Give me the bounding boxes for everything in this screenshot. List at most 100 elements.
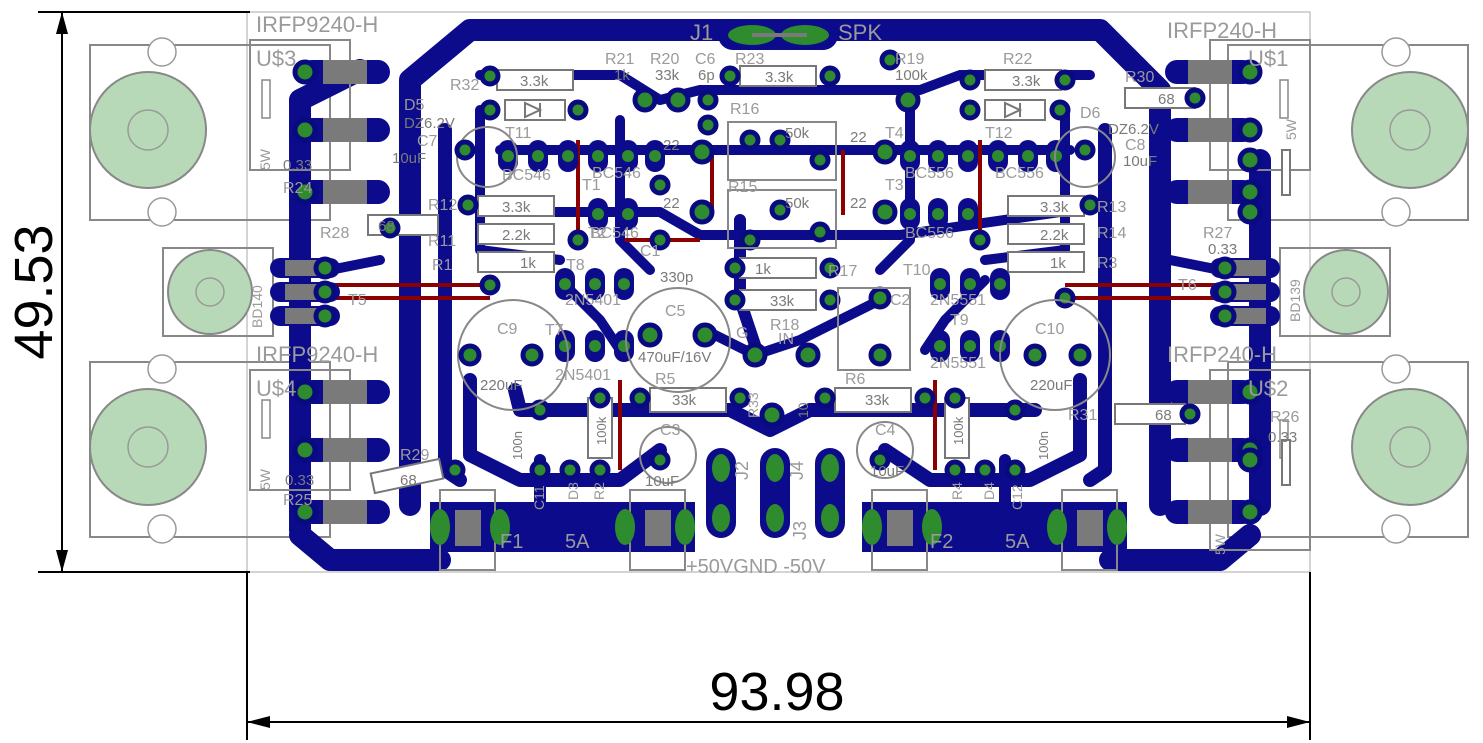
c3-value: 10uF (645, 473, 679, 490)
input-pad (795, 342, 821, 368)
r13-label: R13 (1097, 199, 1126, 216)
r19-value: 100k (895, 67, 928, 84)
resistor-bodies (367, 65, 1291, 495)
power-terminal-label: +50VGND -50V (686, 556, 826, 578)
c5-label: C5 (665, 303, 686, 320)
r15-label: R15 (728, 179, 757, 196)
r4-label: R4 (949, 482, 965, 500)
t8-type-label: 2N5401 (565, 292, 621, 309)
c4-label: C4 (875, 422, 896, 439)
driver-labels: T5 BD140 T6 BD139 (249, 277, 1303, 328)
t6-type-label: BD139 (1287, 279, 1303, 322)
c1-label: C1 (640, 243, 661, 260)
r8-22-label: 22 (663, 137, 680, 154)
r31-value: 68 (1155, 407, 1172, 424)
r12-value: 3.3k (502, 199, 531, 216)
g-label: G (736, 325, 748, 342)
c12-label: C12 (1009, 484, 1025, 510)
r11-label: R11 (428, 233, 456, 250)
electrolytic-caps (454, 126, 1116, 484)
heatsink-t6 (1279, 247, 1391, 337)
r19-label: R19 (895, 51, 924, 68)
r16-label: R16 (730, 101, 759, 118)
r20-label: R20 (650, 51, 679, 68)
t6-footprint (1210, 256, 1280, 328)
r12-label: R12 (428, 197, 457, 214)
r17-value: 1k (755, 261, 771, 278)
c2-outline (837, 287, 911, 371)
r30-label: R30 (1125, 69, 1154, 86)
c11-label: C11 (531, 485, 547, 510)
fuse-labels: F1 5A F2 5A (500, 531, 1030, 553)
u3-footprint (249, 39, 390, 205)
d6-label: D6 (1080, 105, 1101, 122)
c10-value: 220uF (1030, 377, 1073, 394)
r33-value: 10 (795, 402, 811, 418)
c6-label: C6 (695, 51, 716, 68)
t1-type-label: BC546 (592, 165, 641, 182)
t2-label: T2 (588, 225, 607, 242)
j1-spk-label: SPK (838, 20, 882, 45)
width-dimension-label: 93.98 (709, 662, 844, 722)
c11-value: 100n (510, 431, 525, 460)
u2-footprint (1165, 369, 1311, 551)
r26-label: R26 (1270, 409, 1299, 426)
t10-label: T10 (903, 262, 931, 279)
power-connectors (706, 448, 845, 538)
trimmers (727, 121, 837, 249)
r29-label: R29 (400, 447, 429, 464)
r14-value: 2.2k (1040, 227, 1069, 244)
u3-name-label: U$3 (256, 46, 296, 71)
j3-label: J3 (790, 521, 810, 540)
j1-connector (718, 20, 838, 50)
t8-label: T8 (566, 257, 585, 274)
r5-label: R5 (655, 371, 676, 388)
d4-label: D4 (981, 482, 997, 500)
r6-label: R6 (845, 371, 866, 388)
r28-value: 68 (378, 218, 395, 235)
trimmer-labels: R16 50k R15 50k 22 22 22 22 (663, 101, 867, 212)
t12-label: T12 (985, 125, 1013, 142)
c8-value: 10uF (1123, 153, 1157, 170)
c3-label: C3 (660, 422, 681, 439)
r2-value: 100k (594, 416, 609, 445)
r33-pad (759, 402, 785, 428)
u1-rating-label: 5W (1283, 118, 1299, 140)
t11-type-label: BC546 (502, 167, 551, 184)
t5-type-label: BD140 (249, 285, 265, 328)
resistor-labels: R32 3.3k R21 1k R20 33k R23 3.3k R19 100… (283, 51, 1299, 509)
r16-value: 50k (785, 125, 810, 142)
r21-value: 1k (614, 67, 630, 84)
u3-rating-label: 5W (257, 148, 273, 170)
t11-label: T11 (505, 125, 531, 142)
r9-22-label: 22 (850, 195, 867, 212)
r3-label: R3 (1097, 255, 1118, 272)
u1-type-label: IRFP240-H (1167, 18, 1277, 43)
r1-value: 1k (520, 255, 536, 272)
d3-label: D3 (565, 482, 581, 500)
t3-label: T3 (885, 177, 904, 194)
height-dimension: 49.53 (4, 11, 250, 573)
u2-rating-label: 5W (1212, 533, 1228, 555)
t4-type-label: BC556 (905, 165, 954, 182)
r6-value: 33k (865, 392, 890, 409)
u3-type-label: IRFP9240-H (256, 12, 378, 37)
c7-label: C7 (417, 133, 438, 150)
u1-footprint (1165, 39, 1311, 205)
t3-type-label: BC556 (905, 225, 954, 242)
r18-value: 33k (770, 293, 795, 310)
r18-label: R18 (770, 317, 799, 334)
c7-value: 10uF (392, 150, 426, 167)
u1-name-label: U$1 (1248, 46, 1288, 71)
fuses (430, 489, 1127, 571)
t12-type-label: BC556 (995, 165, 1044, 182)
in-label: IN (778, 331, 794, 348)
r11-value: 2.2k (502, 227, 531, 244)
r22-label: R22 (1003, 51, 1032, 68)
t6-name-label: T6 (1178, 277, 1197, 294)
r23-value: 3.3k (765, 69, 794, 86)
u4-name-label: U$4 (256, 376, 296, 401)
t1-label: T1 (582, 177, 601, 194)
r7-22-label: 22 (663, 195, 680, 212)
